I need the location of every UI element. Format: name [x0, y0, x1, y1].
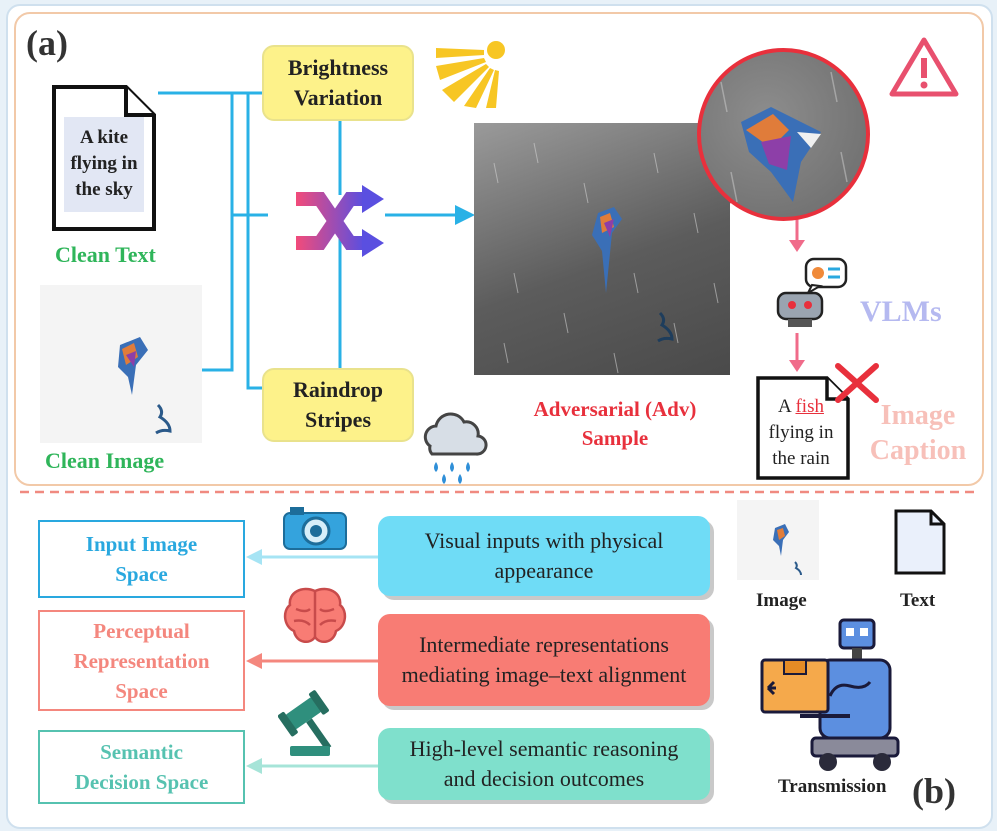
space-2-line-1: Perceptual: [93, 618, 190, 643]
brightness-line-2: Variation: [293, 85, 383, 110]
desc-3-line-1: High-level semantic reasoning: [409, 736, 679, 761]
desc-1-line-1: Visual inputs with physical: [424, 528, 664, 553]
shuffle-icon: [296, 185, 384, 257]
clean-text-document: [50, 83, 158, 233]
rain-cloud-icon: [423, 412, 488, 484]
image-caption-line-2: Caption: [869, 435, 967, 466]
input-space-description: Visual inputs with physical appearance: [378, 516, 710, 596]
space-3-line-2: Decision Space: [74, 770, 209, 794]
perceptual-space-description: Intermediate representations mediating i…: [378, 614, 710, 706]
brain-icon: [283, 587, 347, 644]
adv-line-1: Adversarial (Adv): [533, 397, 697, 421]
adversarial-sample-image: [474, 123, 730, 375]
robot-vlm-icon: [776, 257, 848, 327]
image-label: Image: [756, 590, 807, 611]
zoom-circle: [697, 48, 870, 221]
caption-prefix: A: [778, 396, 796, 417]
vlms-label: VLMs: [860, 295, 942, 328]
camera-icon: [283, 507, 347, 550]
desc-3-line-2: and decision outcomes: [443, 766, 645, 791]
input-image-space-box: Input Image Space: [38, 520, 245, 598]
caption-line-3: the rain: [772, 448, 830, 469]
clean-text-label: Clean Text: [55, 242, 156, 267]
space-2-line-2: Representation: [73, 648, 210, 673]
semantic-decision-space-box: Semantic Decision Space: [38, 730, 245, 804]
caption-wrong-word: fish: [795, 396, 824, 417]
gavel-icon: [278, 690, 332, 756]
space-1-line-1: Input Image: [85, 532, 198, 556]
doc-line-3: the sky: [75, 179, 133, 200]
panel-b-label: (b): [912, 771, 956, 811]
semantic-space-description: High-level semantic reasoning and decisi…: [378, 728, 710, 800]
perceptual-representation-space-box: Perceptual Representation Space: [38, 610, 245, 711]
brightness-line-1: Brightness: [287, 55, 389, 80]
desc-2-line-1: Intermediate representations: [419, 632, 669, 657]
transmission-label: Transmission: [778, 776, 887, 797]
warning-icon: [889, 37, 959, 97]
sun-rays-icon: [436, 41, 505, 108]
caption-line-2: flying in: [768, 422, 834, 443]
clean-image-label: Clean Image: [45, 448, 165, 473]
brightness-variation-box: Brightness Variation: [262, 45, 414, 121]
transmission-robot-icon: [760, 618, 900, 771]
space-3-line-1: Semantic: [100, 740, 183, 764]
image-caption-label: Image Caption: [858, 398, 978, 468]
adv-line-2: Sample: [581, 426, 649, 450]
doc-line-2: flying in: [70, 153, 138, 174]
text-document-icon: [894, 509, 946, 575]
space-1-line-2: Space: [115, 562, 168, 586]
raindrop-line-1: Raindrop: [292, 377, 384, 402]
image-thumbnail: [737, 500, 819, 580]
desc-2-line-2: mediating image–text alignment: [401, 662, 687, 687]
panel-a-label: (a): [26, 23, 68, 63]
raindrop-line-2: Stripes: [305, 407, 371, 432]
clean-image: [40, 285, 202, 443]
adversarial-sample-label: Adversarial (Adv) Sample: [520, 395, 710, 453]
doc-line-1: A kite: [79, 127, 129, 148]
text-label: Text: [900, 590, 936, 611]
wrong-x-icon: [835, 363, 879, 403]
raindrop-stripes-box: Raindrop Stripes: [262, 368, 414, 442]
desc-1-line-2: appearance: [494, 558, 594, 583]
space-2-line-3: Space: [115, 678, 168, 703]
image-caption-line-1: Image: [880, 400, 956, 431]
